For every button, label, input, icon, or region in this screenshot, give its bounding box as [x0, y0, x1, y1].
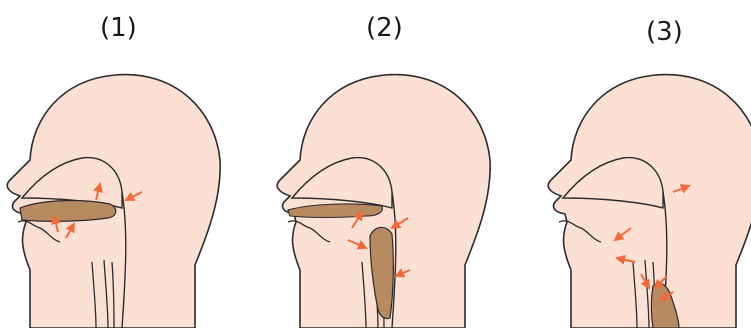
panel-1: (1) — [7, 13, 220, 328]
bolus — [20, 201, 116, 222]
panel-2: (2) — [277, 13, 490, 328]
panel-1-label: (1) — [100, 13, 137, 43]
panel-3: (3) — [548, 17, 751, 328]
panel-3-label: (3) — [646, 17, 683, 47]
panel-2-label: (2) — [366, 13, 403, 43]
